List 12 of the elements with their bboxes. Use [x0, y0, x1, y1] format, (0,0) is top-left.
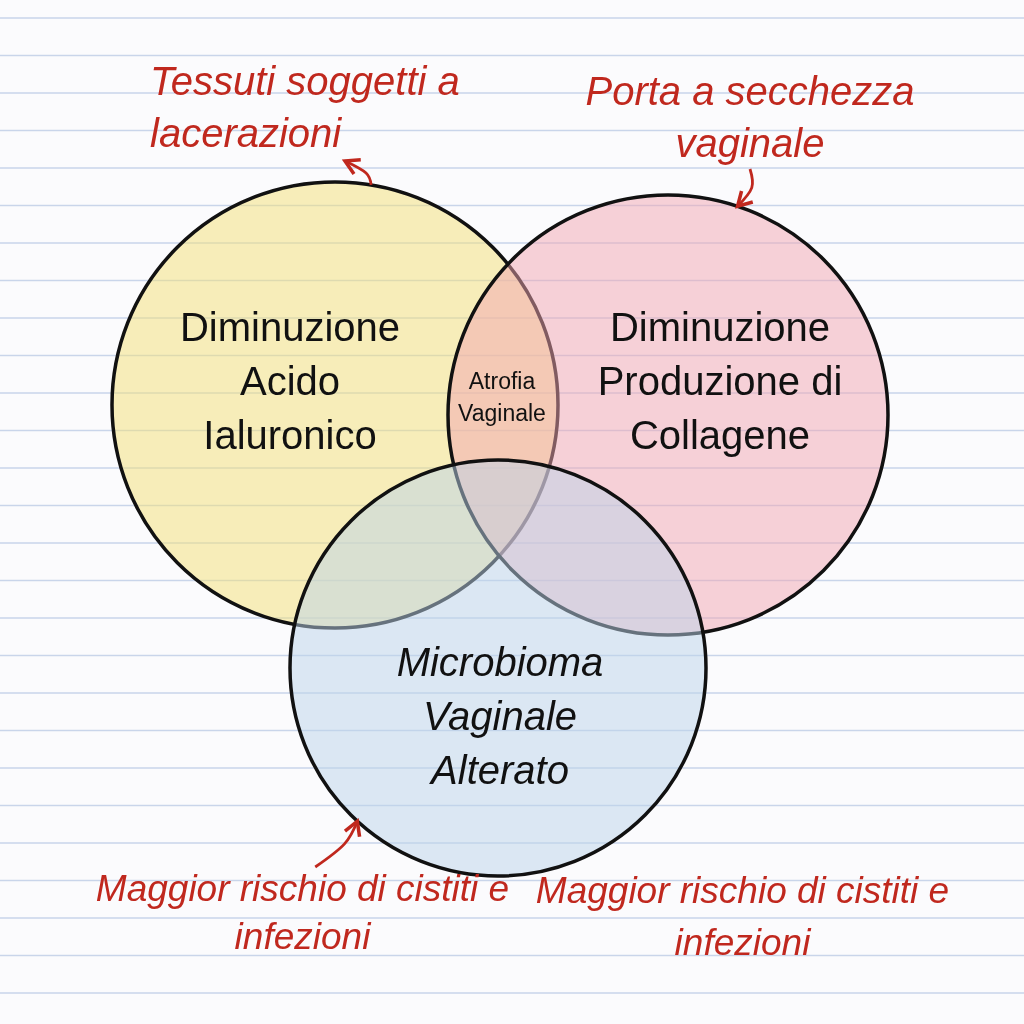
arrow	[735, 168, 755, 209]
overlap-label: Atrofia Vaginale	[457, 367, 547, 429]
circle-label: Microbioma Vaginale Alterato	[395, 639, 605, 794]
arrow	[314, 819, 362, 869]
circle-label: Diminuzione Produzione di Collagene	[596, 304, 844, 459]
annotation-text: Maggior rischio di cistiti e infezioni	[90, 865, 515, 962]
annotation-text: Maggior rischio di cistiti e infezioni	[534, 869, 951, 965]
arrow	[343, 158, 373, 186]
venn-circle	[446, 193, 890, 637]
annotation-text: Porta a secchezza vaginale	[540, 65, 960, 169]
circle-label: Diminuzione Acido Ialuronico	[178, 304, 402, 459]
annotation-text: Tessuti soggetti a lacerazioni	[150, 55, 530, 159]
